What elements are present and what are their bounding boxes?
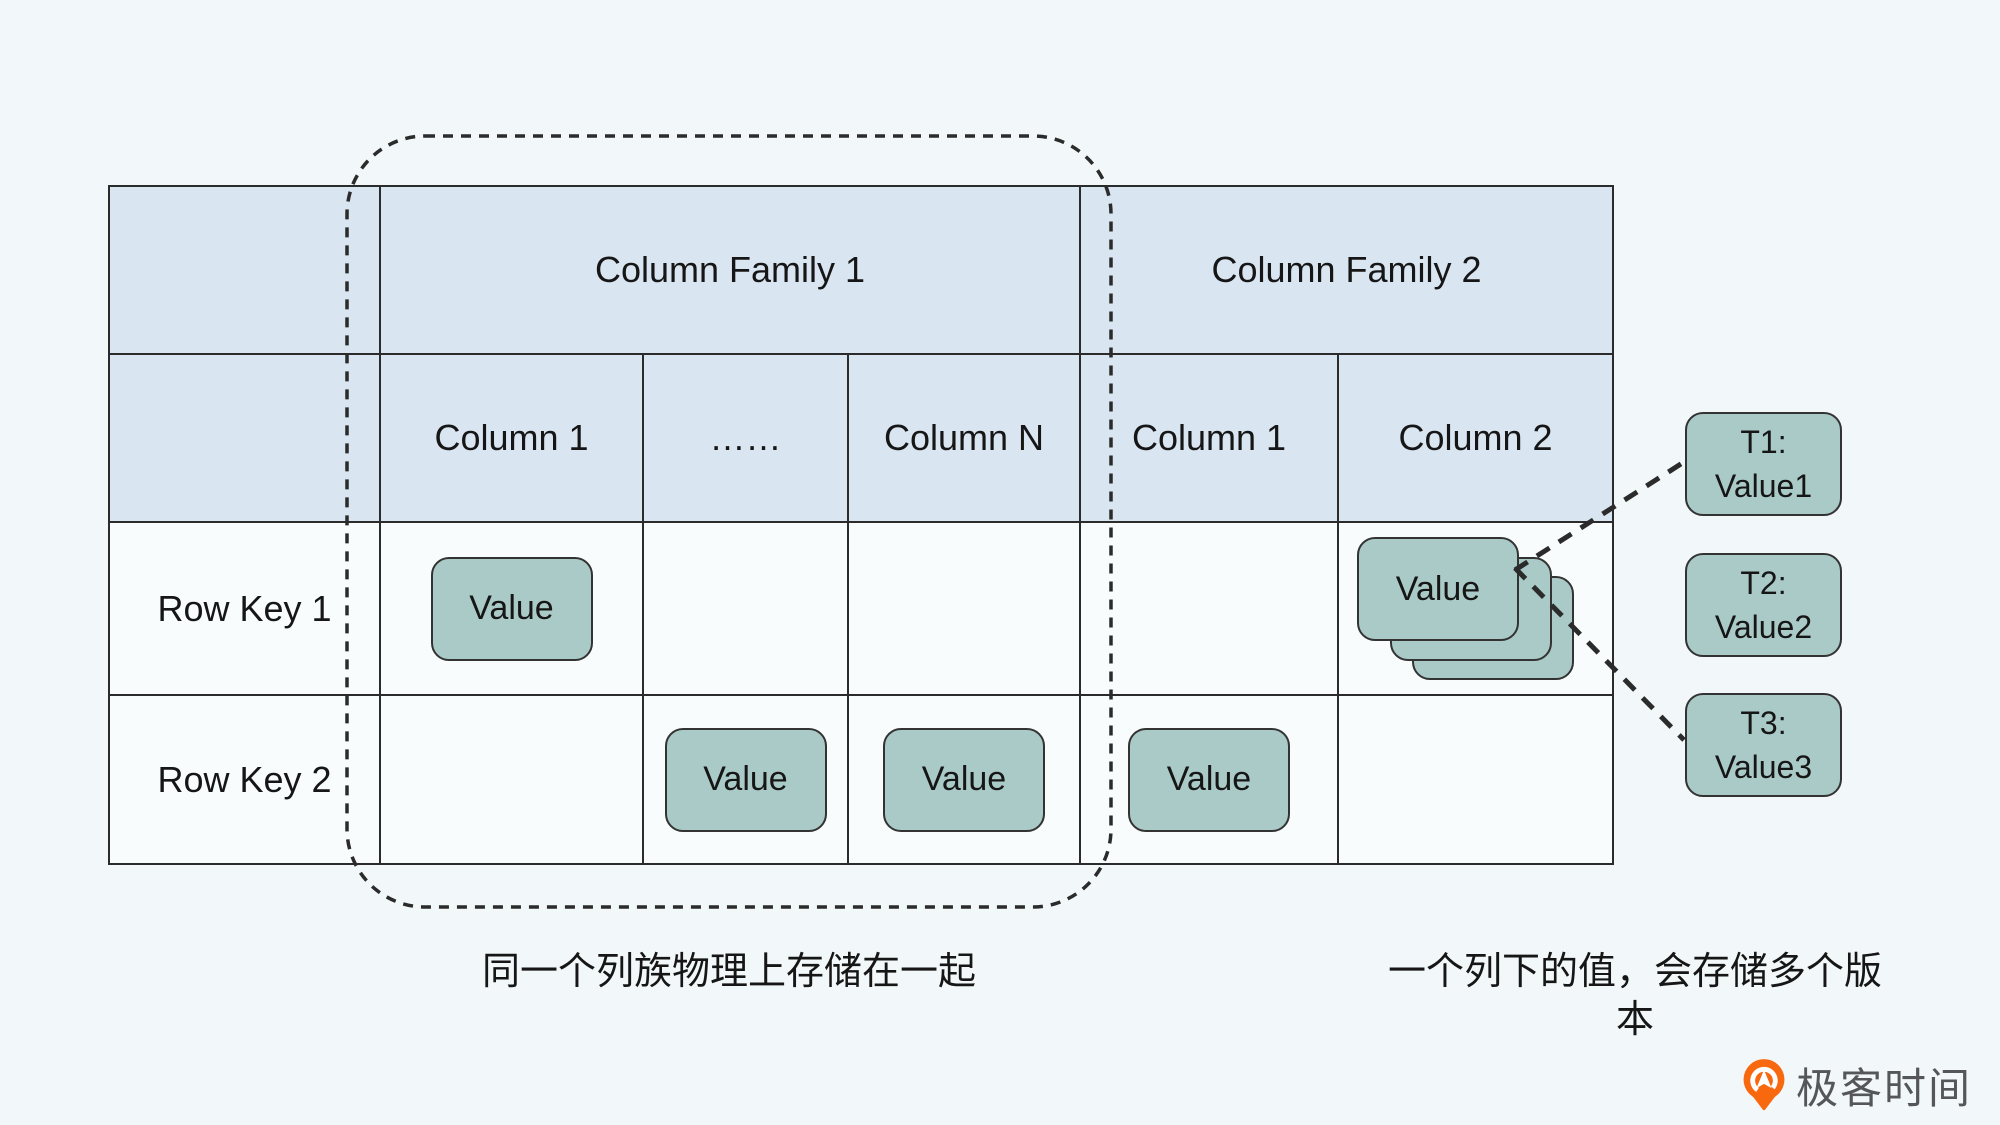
cell-rk2-cf2c1: Value: [1081, 696, 1339, 863]
cell-rk1-cf1c1: Value: [381, 523, 644, 696]
geektime-pin-icon: [1743, 1058, 1785, 1110]
cell-rk1-cf1cn: [849, 523, 1081, 696]
corner-cell-2: [110, 355, 381, 523]
cell-rk2-cf1cn: Value: [849, 696, 1081, 863]
cf1-ellipsis-header: ……: [644, 355, 849, 523]
cell-rk1-cf2c1: [1081, 523, 1339, 696]
geektime-logo: 极客时间: [1742, 1055, 1972, 1116]
cell-rk2-cf1dots: Value: [644, 696, 849, 863]
value-box-rk1-cf1c1: Value: [430, 556, 593, 661]
version-box-t2: T2: Value2: [1685, 553, 1842, 657]
t2-value: Value2: [1714, 609, 1813, 645]
t2-time: T2:: [1740, 565, 1787, 601]
cf2-column-1-header: Column 1: [1081, 355, 1339, 523]
t3-time: T3:: [1740, 705, 1787, 741]
version-box-t1: T1: Value1: [1685, 412, 1842, 516]
cell-rk2-cf2c2: [1339, 696, 1612, 863]
column-family-2-header: Column Family 2: [1081, 187, 1612, 355]
cell-rk2-cf1c1: [381, 696, 644, 863]
version-box-t3: T3: Value3: [1685, 693, 1842, 797]
cf2-column-2-header: Column 2: [1339, 355, 1612, 523]
value-box-rk2-cf2c1: Value: [1128, 727, 1290, 832]
value-box-rk2-cf1dots: Value: [664, 727, 827, 832]
cell-rk1-cf1dots: [644, 523, 849, 696]
t1-time: T1:: [1740, 424, 1787, 460]
geektime-logo-text: 极客时间: [1796, 1065, 1973, 1112]
t1-value: Value1: [1714, 468, 1813, 504]
column-family-table: Column Family 1 Column Family 2 Column 1…: [108, 185, 1614, 865]
stacked-value-front: Value: [1357, 537, 1519, 641]
row-key-2-label: Row Key 2: [110, 696, 381, 863]
corner-cell: [110, 187, 381, 355]
cell-rk1-cf2c2: Value: [1339, 523, 1612, 696]
versions-annotation: 一个列下的值，会存储多个版本: [1387, 951, 1882, 1041]
cf1-column-1-header: Column 1: [381, 355, 644, 523]
column-family-annotation: 同一个列族物理上存储在一起: [481, 951, 976, 993]
row-key-1-label: Row Key 1: [110, 523, 381, 696]
column-family-1-header: Column Family 1: [381, 187, 1081, 355]
value-box-rk2-cf1cn: Value: [883, 727, 1045, 832]
cf1-column-n-header: Column N: [849, 355, 1081, 523]
t3-value: Value3: [1714, 749, 1813, 785]
